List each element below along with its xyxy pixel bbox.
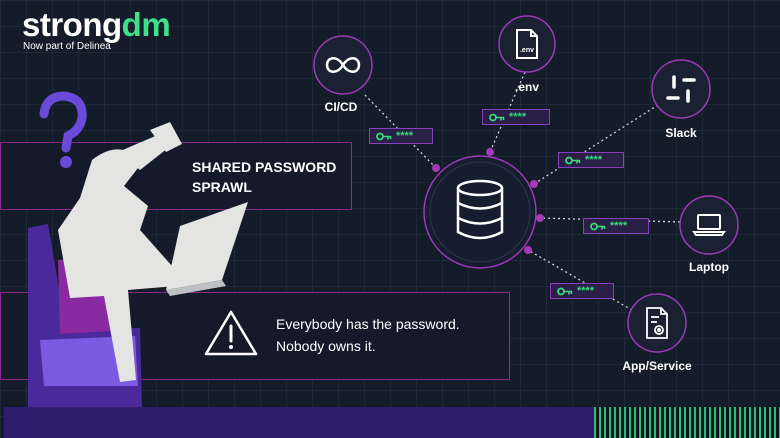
database-icon bbox=[456, 179, 504, 240]
key-chip: **** bbox=[583, 218, 649, 234]
infinity-icon bbox=[325, 57, 361, 73]
node-slack bbox=[651, 59, 711, 119]
node-app-label: App/Service bbox=[622, 359, 692, 373]
env-file-icon: .env bbox=[516, 29, 538, 59]
key-chip: **** bbox=[369, 128, 433, 144]
key-icon bbox=[557, 287, 573, 295]
key-icon bbox=[489, 113, 505, 121]
brand-name: strong bbox=[22, 6, 122, 43]
page-title: SHARED PASSWORD SPRAWL bbox=[192, 157, 342, 197]
barcode-decoration bbox=[594, 407, 780, 438]
node-cicd-label: CI/CD bbox=[324, 100, 358, 114]
title-line-2: SPRAWL bbox=[192, 179, 252, 195]
node-laptop-label: Laptop bbox=[689, 260, 729, 274]
env-file-icon-text: .env bbox=[520, 47, 534, 54]
key-mask: **** bbox=[577, 285, 595, 297]
node-env: .env bbox=[498, 15, 556, 73]
database-hub bbox=[423, 155, 537, 269]
node-app bbox=[627, 293, 687, 353]
message-line-2: Nobody owns it. bbox=[276, 338, 376, 354]
message-line-1: Everybody has the password. bbox=[276, 316, 460, 332]
node-laptop bbox=[679, 195, 739, 255]
key-mask: **** bbox=[610, 220, 628, 232]
laptop-icon bbox=[692, 214, 726, 236]
key-icon bbox=[376, 132, 392, 140]
key-mask: **** bbox=[585, 154, 603, 166]
brand-logo: strongdm bbox=[22, 6, 171, 44]
node-cicd bbox=[313, 35, 373, 95]
warning-icon bbox=[204, 310, 258, 356]
node-env-label: .env bbox=[514, 80, 539, 94]
key-chip: **** bbox=[558, 152, 624, 168]
title-line-1: SHARED PASSWORD bbox=[192, 159, 337, 175]
app-service-icon bbox=[646, 307, 668, 339]
key-chip: **** bbox=[550, 283, 614, 299]
brand-name-accent: dm bbox=[121, 6, 171, 43]
confused-person-illustration bbox=[28, 91, 248, 408]
brand-subtitle: Now part of Delinea bbox=[23, 41, 111, 52]
bottom-bar bbox=[4, 407, 594, 438]
message-text: Everybody has the password. Nobody owns … bbox=[276, 313, 506, 357]
key-mask: **** bbox=[396, 130, 414, 142]
key-icon bbox=[590, 222, 606, 230]
key-mask: **** bbox=[509, 111, 527, 123]
slack-icon bbox=[666, 75, 696, 103]
key-icon bbox=[565, 156, 581, 164]
key-chip: **** bbox=[482, 109, 550, 125]
node-slack-label: Slack bbox=[665, 126, 697, 140]
